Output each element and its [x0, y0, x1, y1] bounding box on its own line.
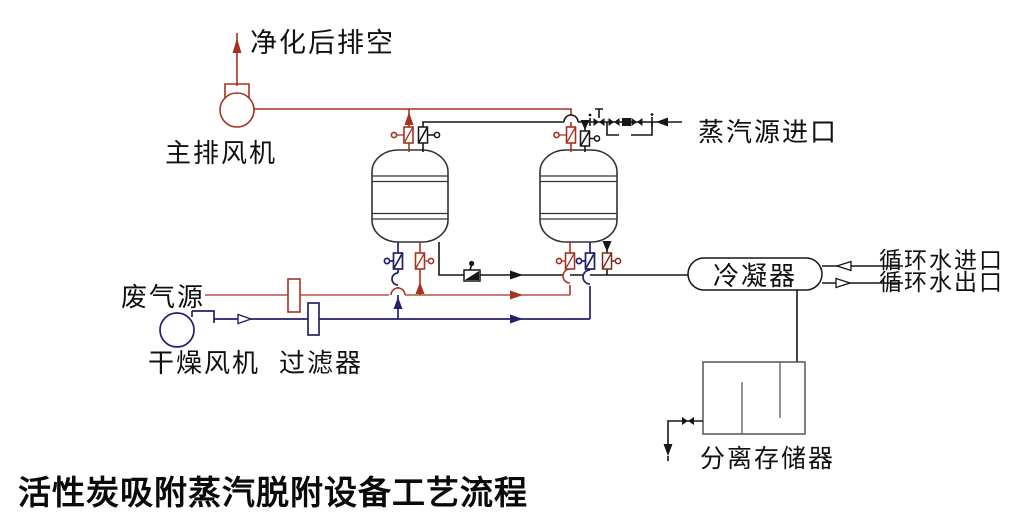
drying-fan-icon [159, 310, 215, 348]
steam-inlet-valve-train [588, 108, 668, 136]
vessel-1-top-exhaust-valve-icon [390, 126, 414, 144]
flow-arrow-up-icon [404, 112, 414, 125]
condenser-vessel [687, 257, 823, 291]
vessel-2-bottom-air-valve-icon [575, 252, 596, 270]
vessel-1-bottom-gas-valve-icon [414, 252, 435, 270]
gate-valve-icon [593, 118, 599, 126]
separator-tank [702, 361, 806, 435]
waste-gas-source-label: 废气源 [121, 283, 205, 312]
drain-valve-icon [682, 417, 688, 425]
waste-gas-line [205, 242, 571, 300]
flow-arrow-up-icon [393, 297, 403, 309]
bypass-line [606, 122, 653, 136]
flow-arrow-right-icon [510, 270, 523, 280]
adsorber-vessel-2 [539, 149, 618, 243]
steam-inlet-label: 蒸汽源进口 [698, 118, 838, 147]
vessel-2-top-steam-valve-icon [579, 130, 601, 147]
separator-tank-label: 分离存储器 [700, 445, 835, 473]
circulating-water-inlet-label: 循环水进口 [879, 248, 1004, 273]
purified-exhaust-label: 净化后排空 [250, 28, 395, 58]
vessel-2-bottom-drain-valve-icon [601, 252, 622, 270]
cooling-water-outlet-line [822, 277, 903, 289]
adsorber-vessel-1 [371, 149, 449, 243]
condenser-label: 冷凝器 [713, 262, 797, 291]
main-exhaust-fan-label: 主排风机 [165, 139, 277, 168]
main-exhaust-fan-icon [219, 33, 255, 128]
diagram-title: 活性炭吸附蒸汽脱附设备工艺流程 [18, 474, 528, 511]
vessel-1-top-steam-valve-icon [417, 126, 441, 144]
condensate-line [438, 241, 688, 282]
flow-arrow-up-icon [232, 38, 242, 53]
flow-arrow-down-icon [663, 444, 673, 456]
vessel-1-bottom-air-valve-icon [383, 252, 404, 270]
gate-valve-icon [608, 118, 614, 126]
valve-handle-icon [595, 108, 603, 118]
vessel-2-bottom-gas-valve-icon [555, 252, 576, 270]
air-filter-icon [307, 302, 320, 336]
flow-arrow-down-icon [602, 241, 612, 252]
flow-arrow-right-icon [835, 277, 853, 289]
flow-arrow-right-icon [237, 313, 254, 325]
steam-header-line [422, 114, 682, 152]
steam-trap-icon [622, 118, 631, 126]
vessel-2-top-exhaust-valve-icon [553, 126, 577, 144]
flow-arrow-down-icon [580, 120, 590, 130]
circulating-water-outlet-label: 循环水出口 [879, 270, 1004, 295]
flow-arrow-left-icon [834, 260, 852, 272]
cooling-water-inlet-line [822, 260, 903, 272]
vessel-2-band-lines [540, 175, 617, 220]
vessel-1-band-lines [372, 175, 448, 220]
flow-arrow-right-icon [510, 314, 523, 324]
gate-valve-icon [631, 118, 637, 126]
flow-arrow-left-icon [656, 117, 668, 127]
filter-label: 过滤器 [279, 349, 363, 378]
flow-arrow-right-icon [510, 290, 523, 300]
waste-gas-filter-icon [287, 278, 301, 313]
lever-valve-icon [463, 260, 481, 282]
drying-fan-label: 干燥风机 [148, 349, 260, 378]
separator-baffles [741, 362, 781, 434]
line-crossing-hump [563, 114, 579, 123]
flow-arrow-up-icon [415, 282, 425, 294]
separator-drain-line [663, 417, 703, 461]
